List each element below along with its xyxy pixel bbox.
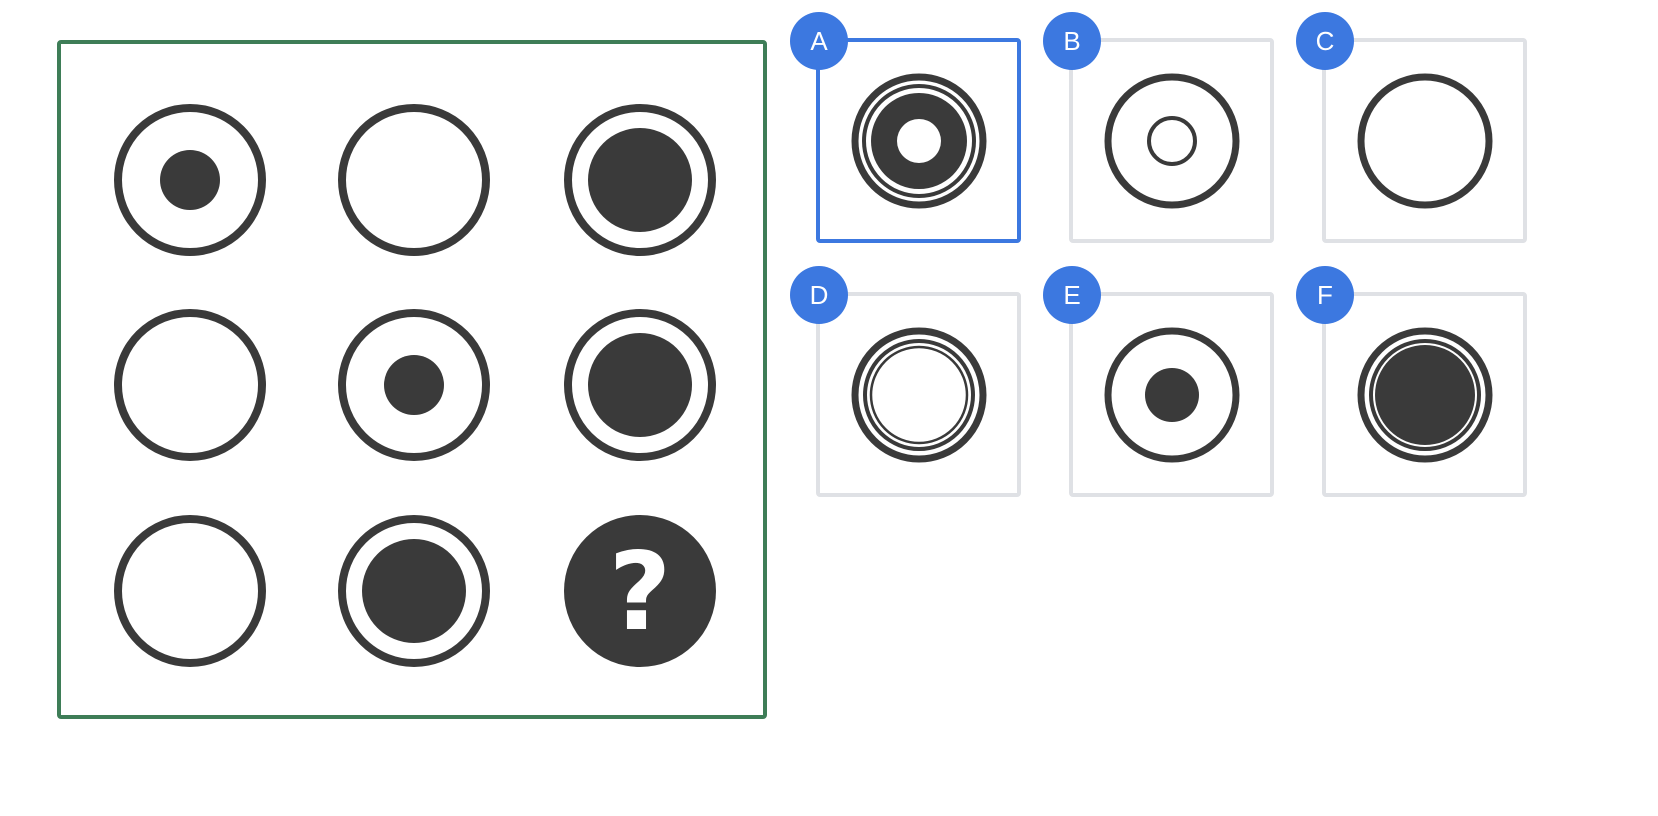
cell-r1c1-figure: [114, 104, 266, 256]
option-a-label: A: [790, 12, 848, 70]
option-a-figure: [851, 73, 987, 209]
option-b-label: B: [1043, 12, 1101, 70]
cell-r3c1-figure: [114, 515, 266, 667]
option-c-label: C: [1296, 12, 1354, 70]
cell-r1c2-figure: [338, 104, 490, 256]
option-e-label: E: [1043, 266, 1101, 324]
option-d-figure: [851, 327, 987, 463]
option-c-figure: [1357, 73, 1493, 209]
question-mark-text: ?: [609, 530, 672, 655]
cell-r2c1-figure: [114, 309, 266, 461]
option-e-figure: [1104, 327, 1240, 463]
option-a[interactable]: A: [790, 12, 1021, 243]
option-d-label: D: [790, 266, 848, 324]
option-b[interactable]: B: [1043, 12, 1274, 243]
cell-r3c2-figure: [338, 515, 490, 667]
option-d[interactable]: D: [790, 266, 1021, 497]
option-c[interactable]: C: [1296, 12, 1527, 243]
option-e[interactable]: E: [1043, 266, 1274, 497]
cell-r2c2-figure: [338, 309, 490, 461]
option-b-figure: [1104, 73, 1240, 209]
puzzle-grid: ?: [57, 40, 767, 719]
option-f[interactable]: F: [1296, 266, 1527, 497]
cell-r1c3-figure: [564, 104, 716, 256]
cell-r2c3-figure: [564, 309, 716, 461]
missing-cell-question-mark: ?: [564, 515, 716, 667]
option-f-label: F: [1296, 266, 1354, 324]
option-f-figure: [1357, 327, 1493, 463]
